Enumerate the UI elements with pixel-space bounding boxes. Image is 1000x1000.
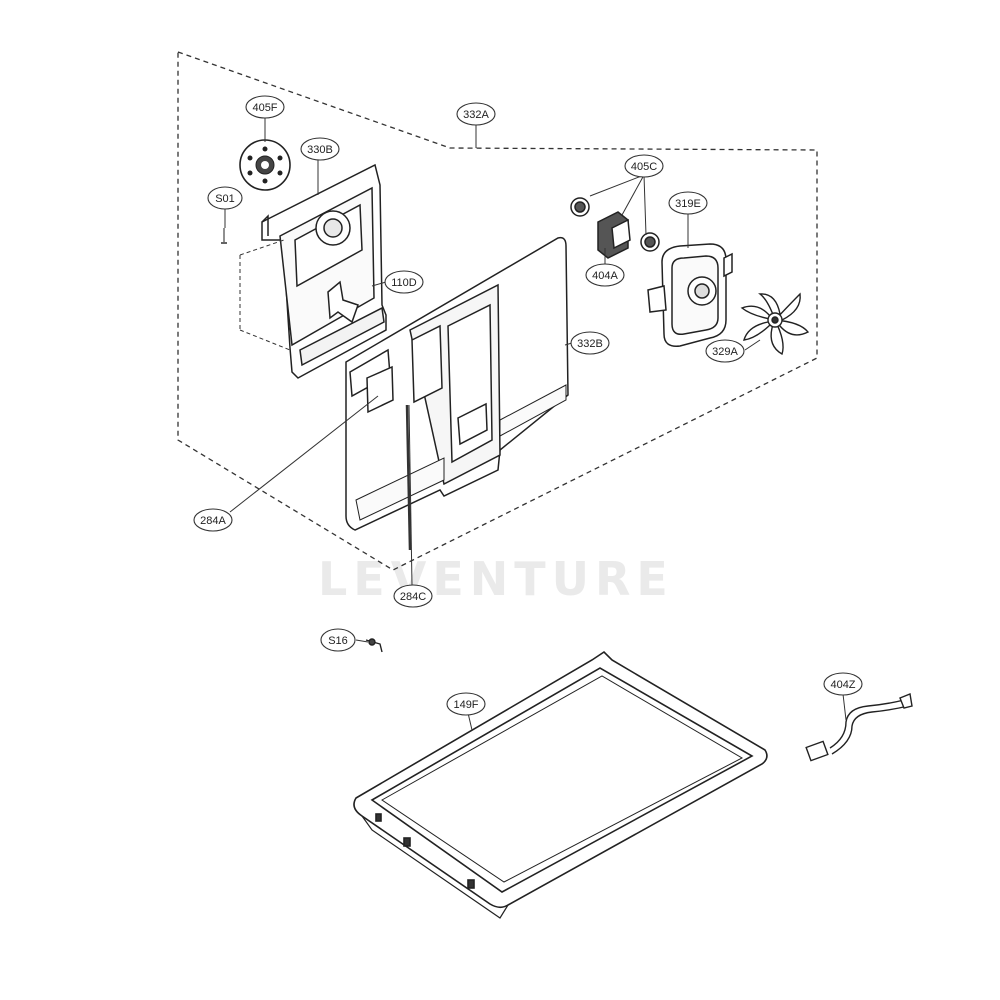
part-S01-screw <box>221 228 291 351</box>
callout-284C[interactable]: 284C <box>393 584 433 608</box>
part-405F-fan-hub <box>239 139 291 191</box>
part-329A-fan-blade <box>740 292 810 356</box>
part-149F-glass-shelf <box>353 650 768 919</box>
callout-label: 329A <box>712 346 738 358</box>
callout-label: 405C <box>631 161 657 173</box>
callout-110D[interactable]: 110D <box>384 270 424 294</box>
callout-404Z[interactable]: 404Z <box>823 672 863 696</box>
callout-405F[interactable]: 405F <box>245 95 285 119</box>
part-404A-motor <box>570 197 660 259</box>
callout-332B[interactable]: 332B <box>570 331 610 355</box>
callout-284A[interactable]: 284A <box>193 508 233 532</box>
callout-329A[interactable]: 329A <box>705 339 745 363</box>
callout-label: S01 <box>215 193 235 205</box>
callout-label: 110D <box>391 277 417 289</box>
callout-label: 319E <box>675 198 701 210</box>
callout-label: 405F <box>252 102 277 114</box>
part-330B-fan-bracket <box>261 163 387 379</box>
callout-label: 284A <box>200 515 226 527</box>
callout-label: 332B <box>577 338 603 350</box>
callout-404A[interactable]: 404A <box>585 263 625 287</box>
callout-label: 404Z <box>830 679 855 691</box>
part-404Z-wire-harness <box>805 693 913 762</box>
callout-label: 404A <box>592 270 618 282</box>
callout-405C[interactable]: 405C <box>624 154 664 178</box>
callout-S16[interactable]: S16 <box>320 628 356 652</box>
part-332B-cover-panel <box>345 236 569 551</box>
part-319E-fan-housing <box>647 243 733 347</box>
callout-319E[interactable]: 319E <box>668 191 708 215</box>
callout-332A[interactable]: 332A <box>456 102 496 126</box>
leader-lines <box>224 118 847 731</box>
callout-label: 284C <box>400 591 426 603</box>
callout-label: S16 <box>328 635 348 647</box>
callout-label: 332A <box>463 109 489 121</box>
callout-label: 149F <box>453 699 478 711</box>
callout-149F[interactable]: 149F <box>446 692 486 716</box>
callout-label: 330B <box>307 144 333 156</box>
callout-330B[interactable]: 330B <box>300 137 340 161</box>
assembly-boundary-332A <box>177 51 818 571</box>
watermark: LEVENTURE <box>318 552 674 606</box>
part-S16-clip <box>365 638 383 653</box>
callout-S01[interactable]: S01 <box>207 186 243 210</box>
